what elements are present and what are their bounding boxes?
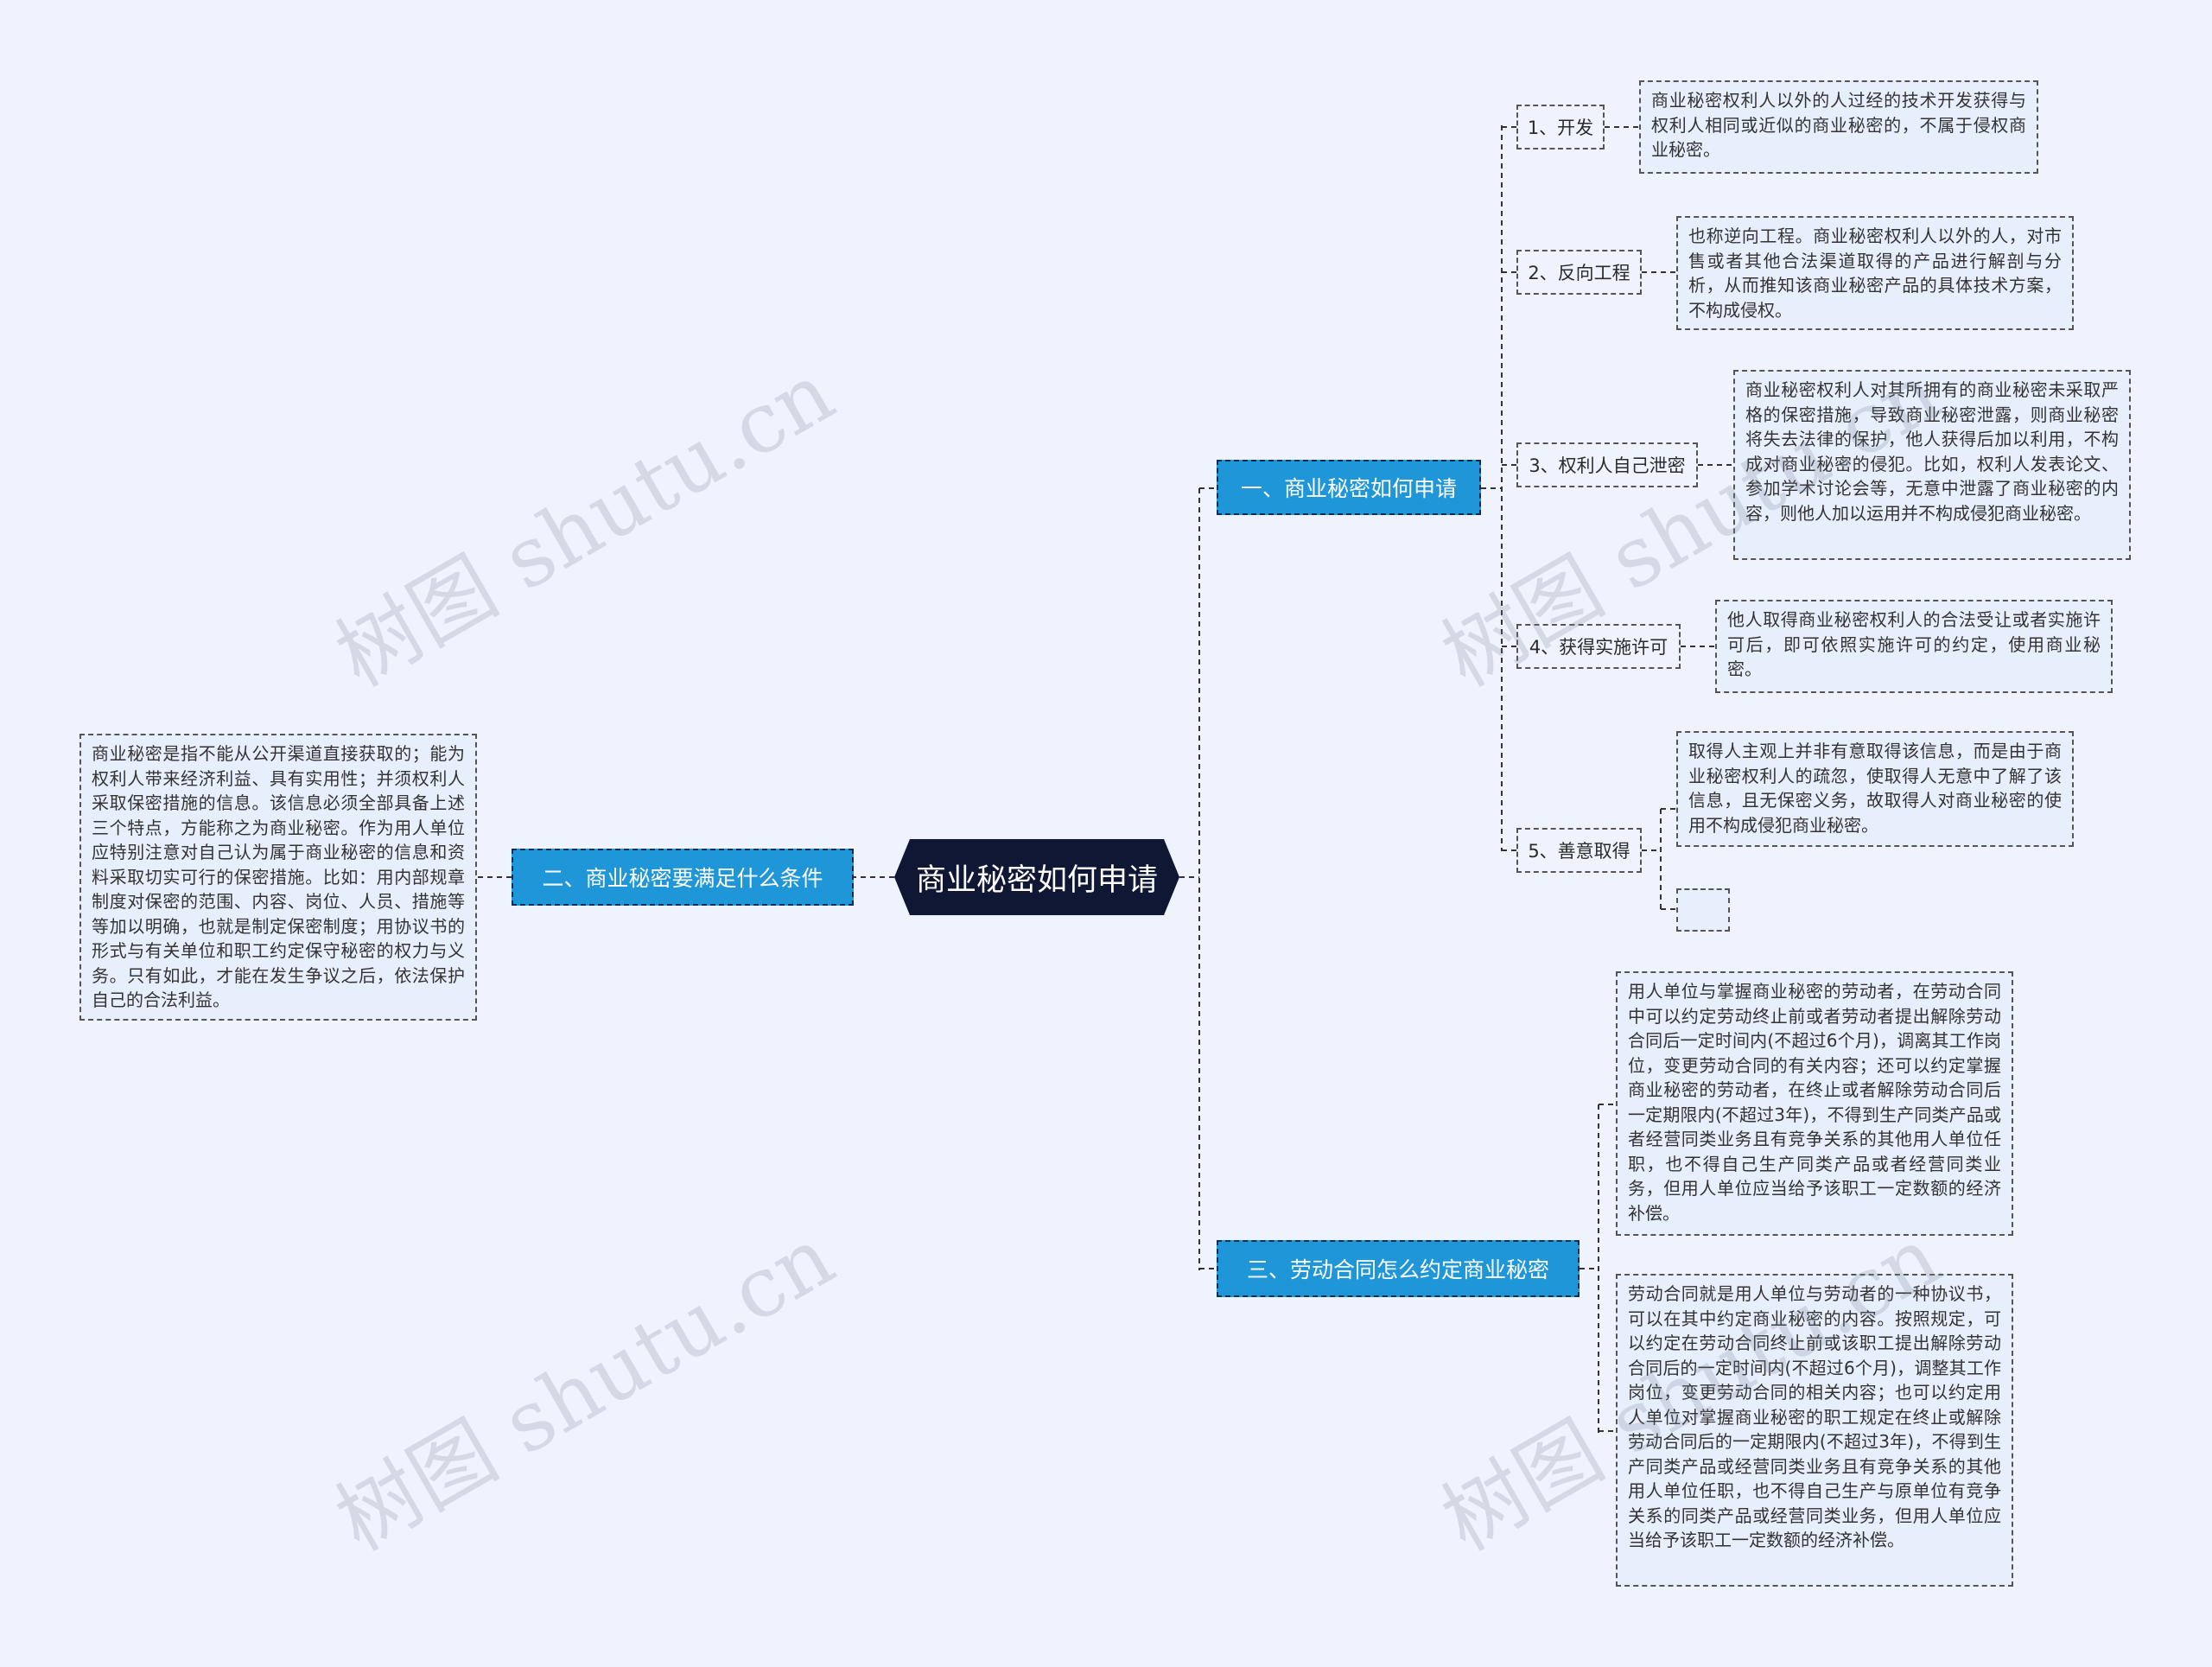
leaf-node-1-text: 商业秘密权利人以外的人过经的技术开发获得与权利人相同或近似的商业秘密的，不属于侵… bbox=[1651, 90, 2026, 160]
sub-node-2: 2、反向工程 bbox=[1516, 250, 1642, 295]
branch-2-leaf: 商业秘密是指不能从公开渠道直接获取的；能为权利人带来经济利益、具有实用性；并须权… bbox=[79, 734, 477, 1021]
branch-3-label: 三、劳动合同怎么约定商业秘密 bbox=[1246, 1257, 1549, 1282]
branch-3-node: 三、劳动合同怎么约定商业秘密 bbox=[1217, 1240, 1580, 1297]
branch-3-leaf-1: 用人单位与掌握商业秘密的劳动者，在劳动合同中可以约定劳动终止前或者劳动者提出解除… bbox=[1616, 971, 2013, 1236]
root-topic: 商业秘密如何申请 bbox=[894, 839, 1179, 915]
branch-3-leaf-2: 劳动合同就是用人单位与劳动者的一种协议书，可以在其中约定商业秘密的内容。按照规定… bbox=[1616, 1274, 2013, 1587]
leaf-node-3: 商业秘密权利人对其所拥有的商业秘密未采取严格的保密措施，导致商业秘密泄露，则商业… bbox=[1733, 370, 2131, 560]
sub-node-1: 1、开发 bbox=[1516, 105, 1605, 150]
sub-node-5: 5、善意取得 bbox=[1516, 828, 1642, 873]
leaf-node-5-empty bbox=[1676, 888, 1730, 932]
leaf-node-4-text: 他人取得商业秘密权利人的合法受让或者实施许可后，即可依照实施许可的约定，使用商业… bbox=[1727, 609, 2101, 679]
sub-node-4-label: 4、获得实施许可 bbox=[1529, 637, 1669, 658]
sub-node-4: 4、获得实施许可 bbox=[1516, 624, 1681, 669]
branch-2-node: 二、商业秘密要满足什么条件 bbox=[512, 849, 854, 906]
sub-node-5-label: 5、善意取得 bbox=[1528, 841, 1630, 862]
leaf-node-1: 商业秘密权利人以外的人过经的技术开发获得与权利人相同或近似的商业秘密的，不属于侵… bbox=[1639, 80, 2038, 174]
leaf-node-3-text: 商业秘密权利人对其所拥有的商业秘密未采取严格的保密措施，导致商业秘密泄露，则商业… bbox=[1745, 379, 2119, 524]
sub-node-2-label: 2、反向工程 bbox=[1528, 263, 1630, 283]
branch-2-label: 二、商业秘密要满足什么条件 bbox=[542, 866, 823, 891]
leaf-node-2: 也称逆向工程。商业秘密权利人以外的人，对市售或者其他合法渠道取得的产品进行解剖与… bbox=[1676, 216, 2074, 330]
branch-2-leaf-text: 商业秘密是指不能从公开渠道直接获取的；能为权利人带来经济利益、具有实用性；并须权… bbox=[92, 743, 465, 1010]
sub-node-3: 3、权利人自己泄密 bbox=[1516, 442, 1698, 487]
leaf-node-4: 他人取得商业秘密权利人的合法受让或者实施许可后，即可依照实施许可的约定，使用商业… bbox=[1715, 600, 2113, 693]
branch-3-leaf-2-text: 劳动合同就是用人单位与劳动者的一种协议书，可以在其中约定商业秘密的内容。按照规定… bbox=[1628, 1283, 2001, 1550]
leaf-node-2-text: 也称逆向工程。商业秘密权利人以外的人，对市售或者其他合法渠道取得的产品进行解剖与… bbox=[1688, 226, 2062, 321]
sub-node-3-label: 3、权利人自己泄密 bbox=[1529, 455, 1686, 476]
leaf-node-5: 取得人主观上并非有意取得该信息，而是由于商业秘密权利人的疏忽，使取得人无意中了解… bbox=[1676, 731, 2074, 847]
leaf-node-5-text: 取得人主观上并非有意取得该信息，而是由于商业秘密权利人的疏忽，使取得人无意中了解… bbox=[1688, 741, 2062, 836]
root-topic-label: 商业秘密如何申请 bbox=[915, 862, 1158, 898]
sub-node-1-label: 1、开发 bbox=[1527, 118, 1594, 138]
branch-1-label: 一、商业秘密如何申请 bbox=[1240, 476, 1457, 501]
branch-3-leaf-1-text: 用人单位与掌握商业秘密的劳动者，在劳动合同中可以约定劳动终止前或者劳动者提出解除… bbox=[1628, 981, 2001, 1224]
branch-1-node: 一、商业秘密如何申请 bbox=[1217, 460, 1481, 515]
